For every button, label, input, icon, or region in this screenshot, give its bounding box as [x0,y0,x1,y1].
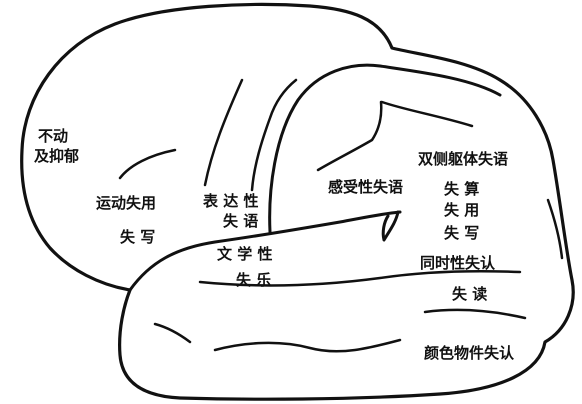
label-bilateral-asomatognosia: 双侧躯体失语 [418,150,509,168]
precentral-sulcus [203,78,244,187]
label-expressive-aphasia-line2: 失 语 [223,212,259,230]
central-sulcus [250,78,298,192]
label-literary-amusia-line1: 文 学 性 [217,245,273,263]
label-apraxia: 失 用 [444,201,480,219]
label-literary-amusia-line2: 失 乐 [236,271,272,289]
occipital-sulcus [423,308,527,320]
posterior-sulcus [546,198,564,260]
label-alexia: 失 读 [452,285,488,303]
label-simultanagnosia: 同时性失认 [420,254,496,272]
label-motor-apraxia-line1: 运动失用 [96,194,157,212]
label-abulia-line2: 及抑郁 [34,147,80,165]
label-color-object-agnosia: 颜色物件失认 [424,344,515,362]
label-agraphia: 失 写 [444,224,480,242]
label-acalculia: 失 算 [444,180,480,198]
label-receptive-aphasia: 感受性失语 [328,178,404,196]
inferior-temporal-sulcus [213,338,402,353]
temporal-inner-contour [268,63,502,234]
label-abulia-line1: 不动 [38,127,69,145]
temporal-lower-stroke [153,322,192,344]
label-expressive-aphasia-line1: 表 达 性 [203,192,259,210]
superior-temporal-sulcus [198,270,522,287]
frontal-sulcus [118,148,177,180]
parietal-sulcus [316,100,383,172]
brain-outer-contour [20,2,575,401]
label-motor-apraxia-line2: 失 写 [120,228,156,246]
sylvian-fissure [128,210,402,292]
fissure-hook [381,210,400,242]
intraparietal-sulcus [380,100,474,128]
